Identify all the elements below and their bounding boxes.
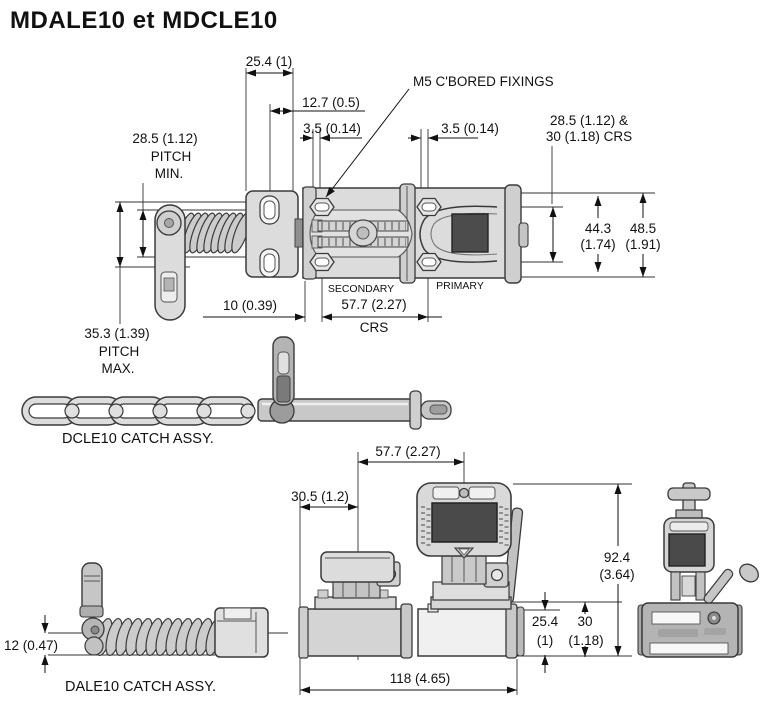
front-view-drawing: 57.7 (2.27) 30.5 (1.2) 92.4 (3.64) 25.4 … [291, 444, 635, 695]
base-assembly [298, 603, 525, 659]
switch-body-top-view [302, 183, 529, 284]
dim-front-height-in: (3.64) [599, 567, 634, 582]
t-handle [667, 487, 711, 501]
dim-flange-height-in: (1.18) [568, 633, 603, 648]
head-window [431, 502, 498, 543]
dim-height-inner-mm: 44.3 [585, 221, 611, 236]
dim-pitch-min-word1: PITCH [151, 149, 192, 164]
dale10-catch-drawing: 12 (0.47) DALE10 CATCH ASSY. [4, 562, 288, 695]
dim-front-height-mm: 92.4 [604, 550, 631, 565]
dim-height-inner-in: (1.74) [580, 237, 615, 252]
label-primary: PRIMARY [436, 280, 484, 292]
dim-fixing-slot-right: 3.5 (0.14) [441, 121, 499, 136]
dim-vertical-crs-line2: 30 (1.18) CRS [546, 129, 632, 144]
front-view-dimensions: 57.7 (2.27) 30.5 (1.2) 92.4 (3.64) 25.4 … [291, 444, 635, 694]
dim-pitch-min-word2: MIN. [155, 166, 184, 181]
dcle10-catch-drawing: DCLE10 CATCH ASSY. [21, 336, 452, 447]
dim-height-outer-mm: 48.5 [630, 221, 656, 236]
hex-fixings [309, 197, 442, 272]
secondary-mechanism [309, 209, 413, 258]
label-strip-lower [649, 642, 729, 655]
dim-height-outer-in: (1.91) [625, 237, 660, 252]
dim-slot-offset: 12.7 (0.5) [302, 95, 360, 110]
secondary-station-front [314, 551, 401, 610]
dim-fixing-slot-left: 3.5 (0.14) [303, 121, 361, 136]
mounting-hole [490, 568, 504, 582]
dcle10-caption: DCLE10 CATCH ASSY. [62, 431, 214, 447]
release-lever-side [703, 568, 734, 604]
indicator-head-front [416, 482, 512, 559]
dim-crs-value: 57.7 (2.27) [341, 297, 406, 312]
rod-flange [409, 390, 422, 430]
dim-front-crs: 57.7 (2.27) [375, 444, 440, 459]
top-view-drawing: 25.4 (1) 12.7 (0.5) 3.5 (0.14) 3.5 (0.14… [84, 54, 660, 376]
side-view-drawing [637, 482, 759, 658]
catch-assembly-top-view [154, 204, 251, 321]
dim-bracket-width: 25.4 (1) [246, 54, 293, 69]
top-view-dimensions: 25.4 (1) 12.7 (0.5) 3.5 (0.14) 3.5 (0.14… [84, 54, 660, 376]
dim-flange-height-mm: 30 [577, 614, 592, 629]
mounting-bracket [245, 190, 305, 278]
dim-front-offset: 30.5 (1.2) [291, 489, 349, 504]
dim-pitch-max-word2: MAX. [101, 361, 134, 376]
dim-vertical-crs-line1: 28.5 (1.12) & [550, 113, 628, 128]
dim-base-height-in: (1) [537, 633, 554, 648]
base-divider [400, 603, 413, 659]
label-secondary: SECONDARY [328, 283, 394, 295]
chain-joint [64, 403, 80, 419]
dim-catch-height: 12 (0.47) [4, 638, 58, 653]
dim-pitch-max-word1: PITCH [99, 344, 140, 359]
dim-pitch-min-value: 28.5 (1.12) [132, 131, 197, 146]
dim-gap: 10 (0.39) [223, 298, 277, 313]
head-window [451, 213, 489, 253]
label-strip-upper [651, 611, 701, 625]
dale10-caption: DALE10 CATCH ASSY. [65, 679, 216, 695]
fixings-note: M5 C'BORED FIXINGS [413, 74, 554, 89]
dim-pitch-max-value: 35.3 (1.39) [84, 326, 149, 341]
primary-head-top-view [419, 205, 498, 263]
page-title: MDALE10 et MDCLE10 [10, 7, 278, 34]
primary-station-front [416, 482, 524, 610]
head-window [668, 533, 706, 567]
dim-length: 118 (4.65) [390, 671, 451, 686]
dim-base-height-mm: 25.4 [532, 614, 559, 629]
brand-mark [658, 629, 698, 637]
dim-crs-word: CRS [360, 320, 389, 335]
